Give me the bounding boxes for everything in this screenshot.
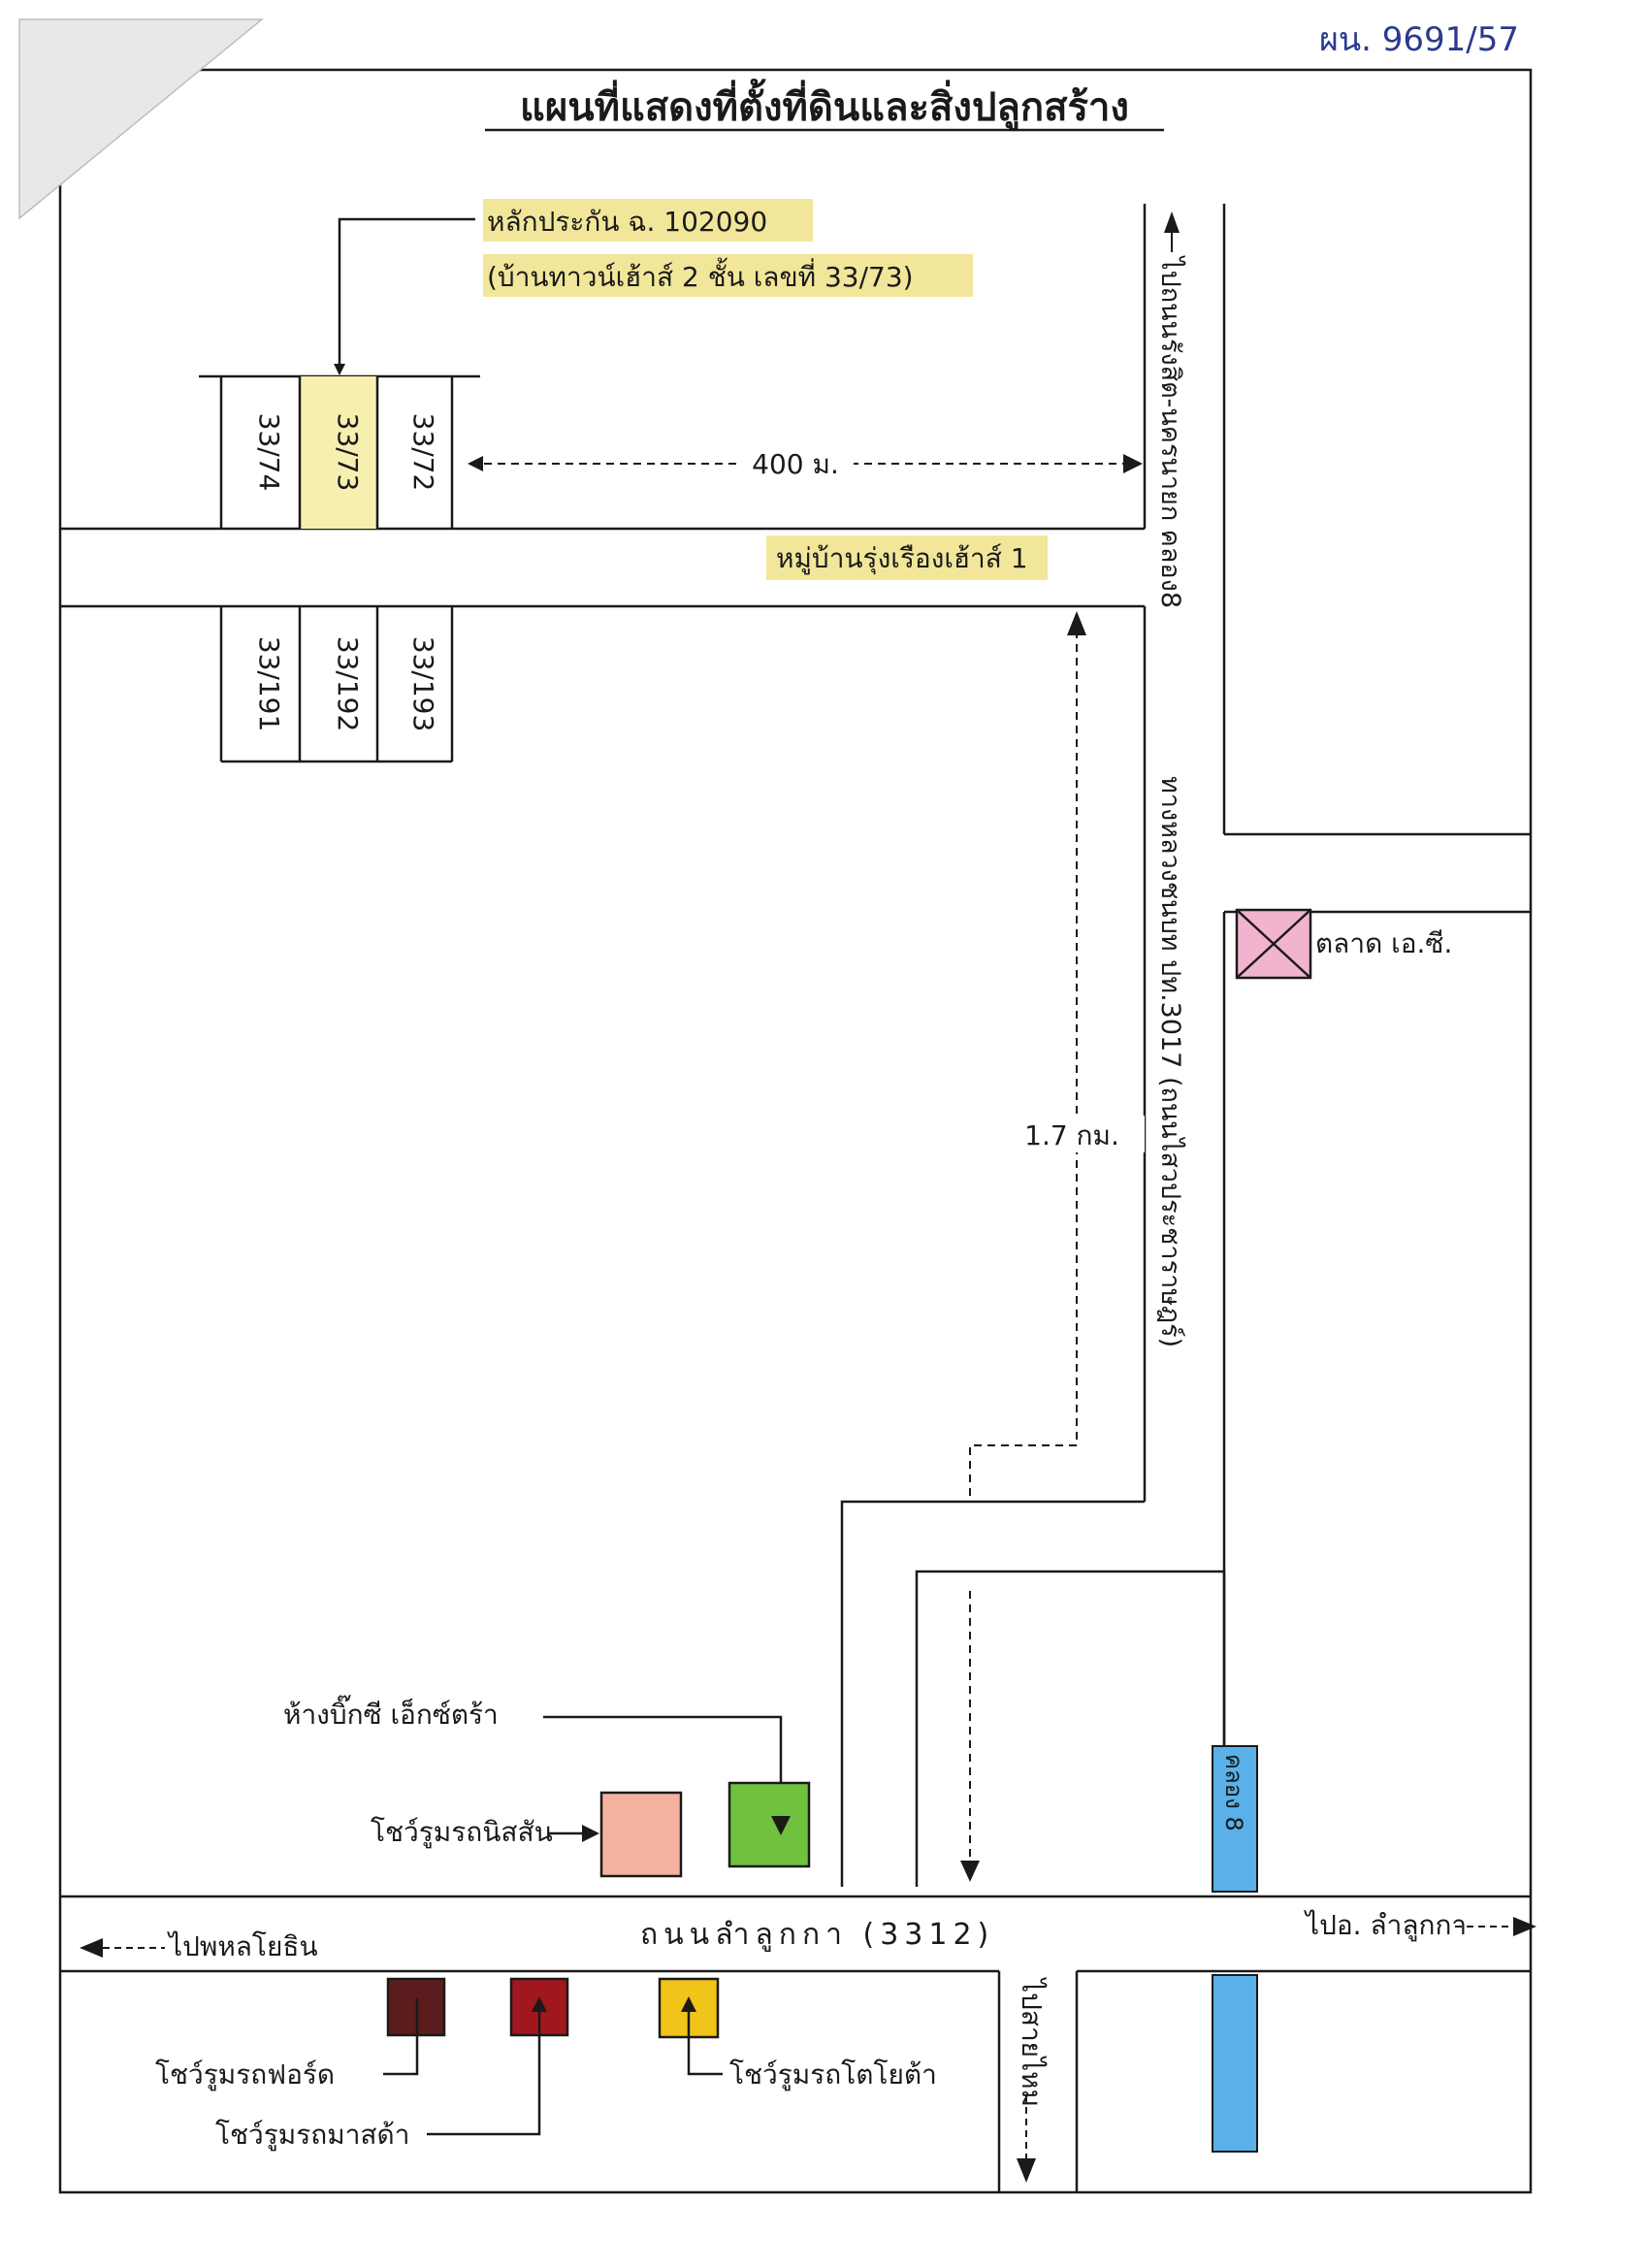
market-label: ตลาด เอ.ซี. (1315, 927, 1452, 959)
plot-highlight (300, 376, 377, 529)
toyota-pointer (687, 2012, 723, 2076)
distance-400-label: 400 ม. (752, 448, 839, 480)
plot-label-33-192: 33/192 (332, 636, 364, 732)
collateral-line-1: หลักประกัน ฉ. 102090 (487, 206, 767, 238)
document-number: ผน. 9691/57 (1319, 20, 1519, 59)
arrow-down-icon (771, 1816, 791, 1835)
ford-label: โชว์รูมรถฟอร์ด (155, 2058, 335, 2091)
arrow-right-icon (1513, 1917, 1536, 1936)
mazda-pointer (427, 2012, 541, 2136)
ford-pointer (383, 1998, 419, 2076)
plot-label-33-72: 33/72 (407, 413, 439, 492)
main-road-label: ถนนลำลูกกา (3312) (640, 1918, 994, 1952)
canal-south (1212, 1974, 1258, 2153)
canal-north (1212, 1745, 1258, 1893)
collateral-line-2: (บ้านทาวน์เฮ้าส์ 2 ชั้น เลขที่ 33/73) (487, 257, 914, 293)
arrow-left-icon (468, 456, 483, 471)
bigc-marker (728, 1781, 811, 1868)
road-north-label: ไปถนนรังสิต-นครนายก คลอง8 (1155, 255, 1185, 608)
mazda-label: โชว์รูมรถมาสด้า (215, 2119, 409, 2152)
collateral-pointer (334, 217, 475, 375)
jog-road-east (915, 1570, 1226, 1887)
plot-label-33-191: 33/191 (253, 636, 285, 732)
distance-400-bg (737, 448, 854, 479)
jog-road-west (840, 1500, 1145, 1887)
arrow-down-icon (1017, 2158, 1036, 2183)
nissan-label: โชว์รูมรถนิสสัน (371, 1816, 553, 1849)
to-west-label: ไปพหลโยธิน (167, 1930, 318, 1962)
arrow-up-icon (681, 1996, 696, 2012)
collateral-highlight-2 (483, 254, 973, 297)
canal-label: คลอง 8 (1220, 1754, 1247, 1831)
distance-1-7-line (969, 631, 1078, 1499)
arrow-up-icon (1067, 611, 1086, 635)
plot-label-33-74: 33/74 (253, 413, 285, 492)
village-highlight (766, 535, 1048, 580)
market-icon-cross (1236, 909, 1311, 979)
plot-label-33-193: 33/193 (407, 636, 439, 732)
arrow-right-icon (1123, 454, 1143, 473)
plot-label-33-73: 33/73 (332, 413, 364, 492)
highway-label: ทางหลวงชนบท ปท.3017 (ถนนไสวประชาราษฎร์) (1155, 776, 1186, 1347)
to-east-label: ไปอ. ลำลูกกา (1304, 1909, 1467, 1942)
distance-1-7-label: 1.7 กม. (1024, 1119, 1119, 1151)
arrow-down-icon (960, 1861, 980, 1882)
map-title: แผนที่แสดงที่ตั้งที่ดินและสิ่งปลูกสร้าง (520, 79, 1129, 131)
map-border (58, 68, 1533, 2194)
arrow-left-icon (80, 1938, 103, 1958)
toyota-label: โชว์รูมรถโตโยต้า (729, 2058, 937, 2091)
arrow-up-icon (1164, 211, 1180, 233)
collateral-highlight-1 (483, 199, 813, 242)
village-label: หมู่บ้านรุ่งเรืองเฮ้าส์ 1 (776, 542, 1028, 575)
distance-1-7-bg (1009, 1116, 1145, 1152)
arrow-up-icon (532, 1996, 547, 2012)
folded-corner (18, 18, 265, 220)
to-south-label: ไปสายไหม (1016, 1977, 1048, 2107)
bigc-label: ห้างบิ๊กซี เอ็กซ์ตร้า (283, 1695, 499, 1731)
arrow-right-icon (582, 1825, 599, 1842)
nissan-marker (599, 1791, 683, 1878)
